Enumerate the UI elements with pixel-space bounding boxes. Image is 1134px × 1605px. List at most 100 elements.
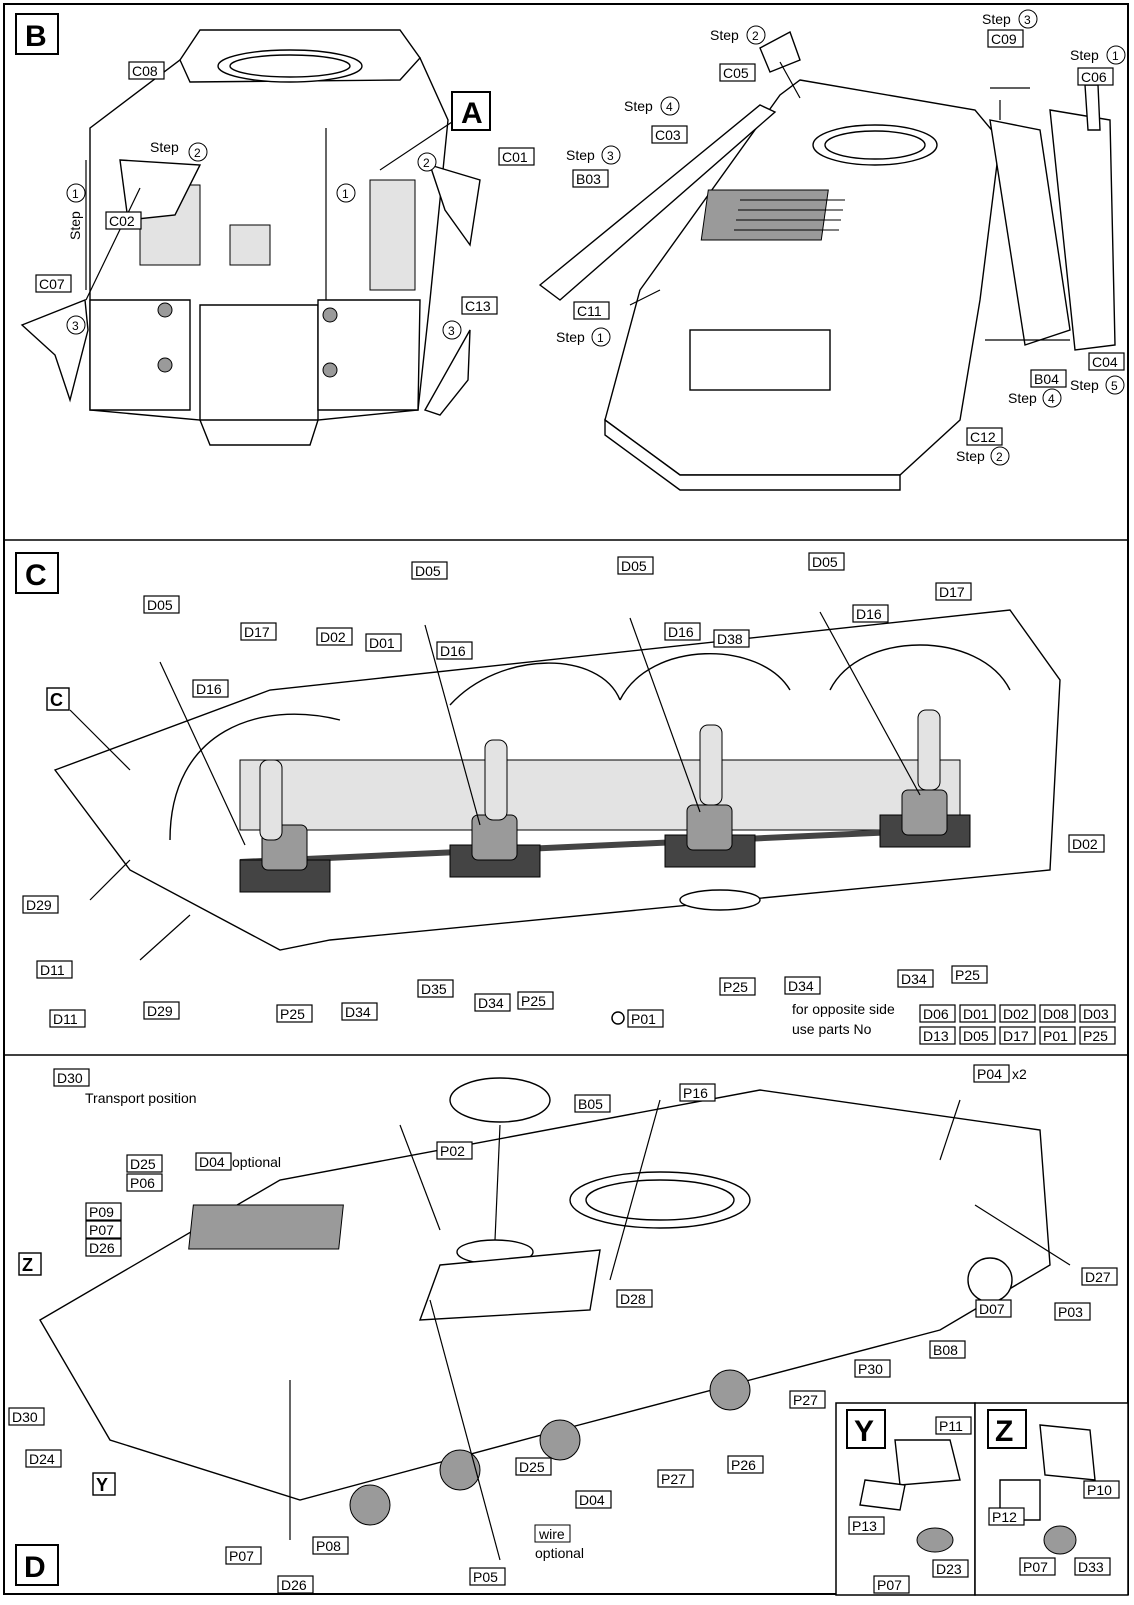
svg-text:D17: D17 [244,624,270,640]
svg-text:D16: D16 [856,606,882,622]
part-label-b08: B08 [929,1340,966,1359]
svg-text:B04: B04 [1034,371,1059,387]
part-label-c09: C09 [987,29,1024,48]
svg-text:P25: P25 [1083,1028,1108,1044]
svg-text:D: D [24,1551,46,1584]
svg-text:D01: D01 [369,635,395,651]
part-label-p08: P08 [312,1536,349,1555]
svg-text:P11: P11 [939,1418,963,1434]
part-label-c05: C05 [719,63,756,82]
part-label-p07-1: P07 [85,1220,122,1239]
step-label-b-left-2: Step [150,139,179,155]
svg-text:P25: P25 [521,993,546,1009]
svg-text:P06: P06 [130,1175,155,1191]
part-label-d26-1: D26 [85,1238,122,1257]
svg-text:D02: D02 [320,629,346,645]
detail-box-y: Y [835,1402,976,1596]
part-label-c03: C03 [651,125,688,144]
section-label-d: D [15,1544,59,1586]
svg-text:P09: P09 [89,1204,114,1220]
step-label-b03: Step [566,147,595,163]
transport-position-note: Transport position [85,1090,197,1106]
part-label-p07-3: P07 [873,1575,910,1594]
part-label-d16-4: D16 [852,604,889,623]
svg-text:D23: D23 [936,1561,962,1577]
svg-text:B08: B08 [933,1342,958,1358]
hull-side-suspension [53,609,1061,951]
svg-text:P27: P27 [793,1392,818,1408]
svg-text:D34: D34 [478,995,504,1011]
svg-text:D35: D35 [421,981,447,997]
part-label-d16-3: D16 [664,622,701,641]
svg-text:D08: D08 [1043,1006,1069,1022]
part-label-d05-2: D05 [411,561,448,580]
svg-text:P08: P08 [316,1538,341,1554]
part-label-c11: C11 [573,301,610,320]
part-label-d34-1: D34 [341,1002,378,1021]
quantity-note: x2 [1012,1066,1027,1082]
svg-text:optional: optional [535,1545,584,1561]
svg-text:D05: D05 [621,558,647,574]
step-label-c03: Step [624,98,653,114]
part-label-d34-3: D34 [784,976,821,995]
opposite-side-parts-row2: D13 D05 D17 P01 P25 [919,1026,1116,1045]
part-label-d34-2: D34 [474,993,511,1012]
svg-text:C01: C01 [502,149,528,165]
svg-text:P01: P01 [631,1011,656,1027]
svg-text:4: 4 [1048,392,1055,406]
svg-text:D26: D26 [281,1577,307,1593]
svg-text:2: 2 [996,450,1003,464]
part-label-b03: B03 [572,169,609,188]
part-label-c01: C01 [498,147,535,166]
svg-text:B03: B03 [576,171,601,187]
svg-text:P10: P10 [1087,1482,1112,1498]
grille-lines [734,199,845,231]
part-label-d25-2: D25 [515,1457,552,1476]
part-label-d16-1: D16 [192,679,229,698]
part-label-p16: P16 [679,1083,716,1102]
svg-text:C: C [25,559,47,592]
part-label-p01: P01 [627,1009,664,1028]
svg-text:C12: C12 [970,429,996,445]
svg-text:P25: P25 [280,1006,305,1022]
svg-text:D34: D34 [788,978,814,994]
svg-text:C05: C05 [723,65,749,81]
svg-text:use parts No: use parts No [792,1021,872,1037]
svg-text:C11: C11 [577,303,602,319]
part-label-d07: D07 [975,1299,1012,1318]
svg-text:C02: C02 [109,213,135,229]
step-label-b-vertical: Step [67,211,83,240]
hull-full-view [39,1077,1051,1526]
part-label-d17-1: D17 [240,622,277,641]
part-label-c04: C04 [1088,352,1125,371]
svg-text:2: 2 [194,146,201,160]
svg-text:2: 2 [752,29,759,43]
svg-text:D16: D16 [668,624,694,640]
svg-text:Y: Y [854,1415,874,1448]
svg-text:1: 1 [597,331,604,345]
svg-text:P13: P13 [852,1518,877,1534]
part-label-b04: B04 [1030,369,1067,388]
svg-text:2: 2 [423,156,430,170]
optional-note: optional [232,1154,281,1170]
part-label-d02-2: D02 [1068,834,1105,853]
svg-text:D29: D29 [26,897,52,913]
svg-text:C09: C09 [991,31,1017,47]
assembly-marker-c: C [46,687,70,711]
svg-text:P07: P07 [1023,1559,1048,1575]
part-label-d16-2: D16 [436,641,473,660]
svg-text:A: A [461,97,483,130]
svg-text:D24: D24 [29,1451,55,1467]
svg-text:D28: D28 [620,1291,646,1307]
svg-text:P30: P30 [858,1361,883,1377]
part-label-p04: P04 [973,1064,1010,1083]
svg-text:C07: C07 [39,276,65,292]
hull-top-view [538,31,1116,491]
svg-text:D13: D13 [923,1028,949,1044]
svg-text:D16: D16 [440,643,466,659]
svg-text:D07: D07 [979,1301,1005,1317]
leader-left [85,187,141,301]
part-label-c06: C06 [1077,67,1114,86]
